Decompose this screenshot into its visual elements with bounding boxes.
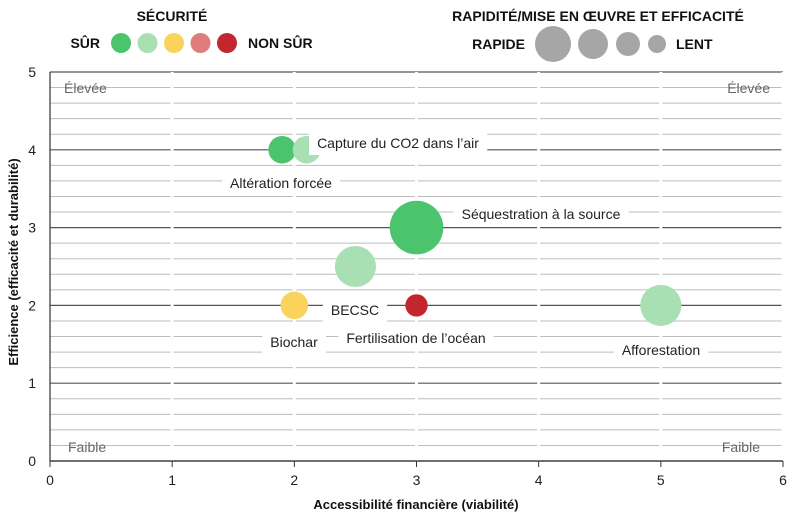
point-label-background	[262, 330, 327, 354]
security-swatch-3	[190, 33, 211, 53]
x-tick-label: 2	[290, 472, 298, 488]
bubble-point-2	[389, 200, 444, 255]
security-swatch-0	[111, 33, 131, 53]
security-swatch-4	[217, 33, 237, 53]
point-label-background	[338, 326, 494, 350]
speed-swatches	[535, 26, 666, 62]
security-legend: SÉCURITÉ SÛR NON SÛR	[70, 8, 313, 53]
point-labels: Altération forcée Capture du CO2 dans l’a…	[222, 131, 709, 362]
x-tick-label: 6	[779, 472, 787, 488]
point-label-background	[309, 131, 488, 155]
point-label-group: Biochar	[262, 330, 327, 354]
x-tick-label: 1	[168, 472, 176, 488]
bubble-point-4	[280, 291, 309, 320]
point-label: Fertilisation de l’océan	[346, 330, 485, 346]
x-tick-label: 4	[535, 472, 543, 488]
bubble-point-3	[334, 245, 376, 288]
security-legend-title: SÉCURITÉ	[137, 8, 208, 24]
corner-label-top-left: Élevée	[64, 80, 107, 96]
y-tick-label: 0	[28, 453, 36, 469]
point-label: Capture du CO2 dans l’air	[317, 135, 479, 151]
unsafe-label: NON SÛR	[248, 34, 313, 51]
y-tick-label: 5	[28, 64, 36, 80]
point-label: Biochar	[270, 334, 318, 350]
point-label: Afforestation	[622, 342, 700, 358]
point-label-group: Fertilisation de l’océan	[338, 326, 494, 350]
safe-label: SÛR	[70, 34, 100, 51]
grid-lines	[50, 71, 785, 462]
y-tick-label: 1	[28, 375, 36, 391]
corner-label-bottom-right: Faible	[722, 439, 760, 455]
data-points	[268, 136, 682, 326]
speed-swatch-3	[648, 35, 666, 53]
y-axis-title: Efficience (efficacité et durabilité)	[6, 158, 21, 365]
point-label-group: Altération forcée	[222, 171, 341, 195]
point-label-group: Afforestation	[613, 338, 709, 362]
point-label: Séquestration à la source	[462, 206, 621, 222]
speed-swatch-0	[535, 26, 571, 62]
speed-legend-title: RAPIDITÉ/MISE EN ŒUVRE ET EFFICACITÉ	[452, 8, 744, 24]
x-tick-label: 3	[413, 472, 421, 488]
point-label-background	[222, 171, 341, 195]
speed-swatch-1	[578, 29, 608, 59]
point-label-background	[322, 298, 388, 322]
security-swatches	[111, 33, 237, 53]
security-swatch-2	[164, 33, 184, 53]
bubble-point-5	[405, 294, 428, 317]
point-label: BECSC	[331, 302, 379, 318]
corner-label-top-right: Élevée	[727, 80, 770, 96]
x-tick-label: 5	[657, 472, 665, 488]
speed-legend: RAPIDITÉ/MISE EN ŒUVRE ET EFFICACITÉ RAP…	[452, 8, 744, 62]
y-tick-label: 2	[28, 297, 36, 313]
bubble-point-6	[640, 284, 682, 326]
y-tick-label: 3	[28, 220, 36, 236]
point-label-background	[613, 338, 709, 362]
point-label-group: BECSC	[322, 298, 388, 322]
point-label: Altération forcée	[230, 175, 332, 191]
x-tick-label: 0	[46, 472, 54, 488]
point-label-group: Capture du CO2 dans l’air	[309, 131, 488, 155]
security-swatch-1	[137, 33, 158, 53]
point-label-background	[453, 202, 629, 226]
corner-labels: Élevée Élevée Faible Faible	[64, 80, 770, 455]
slow-label: LENT	[676, 36, 713, 52]
axes: 0 1 2 3 4 5 6 0 1 2 3 4 5	[28, 64, 787, 488]
bubble-point-0	[268, 136, 296, 164]
x-axis-title: Accessibilité financière (viabilité)	[313, 497, 518, 512]
point-label-group: Séquestration à la source	[453, 202, 629, 226]
corner-label-bottom-left: Faible	[68, 439, 106, 455]
fast-label: RAPIDE	[472, 36, 525, 52]
y-tick-label: 4	[28, 142, 36, 158]
speed-swatch-2	[616, 32, 640, 56]
